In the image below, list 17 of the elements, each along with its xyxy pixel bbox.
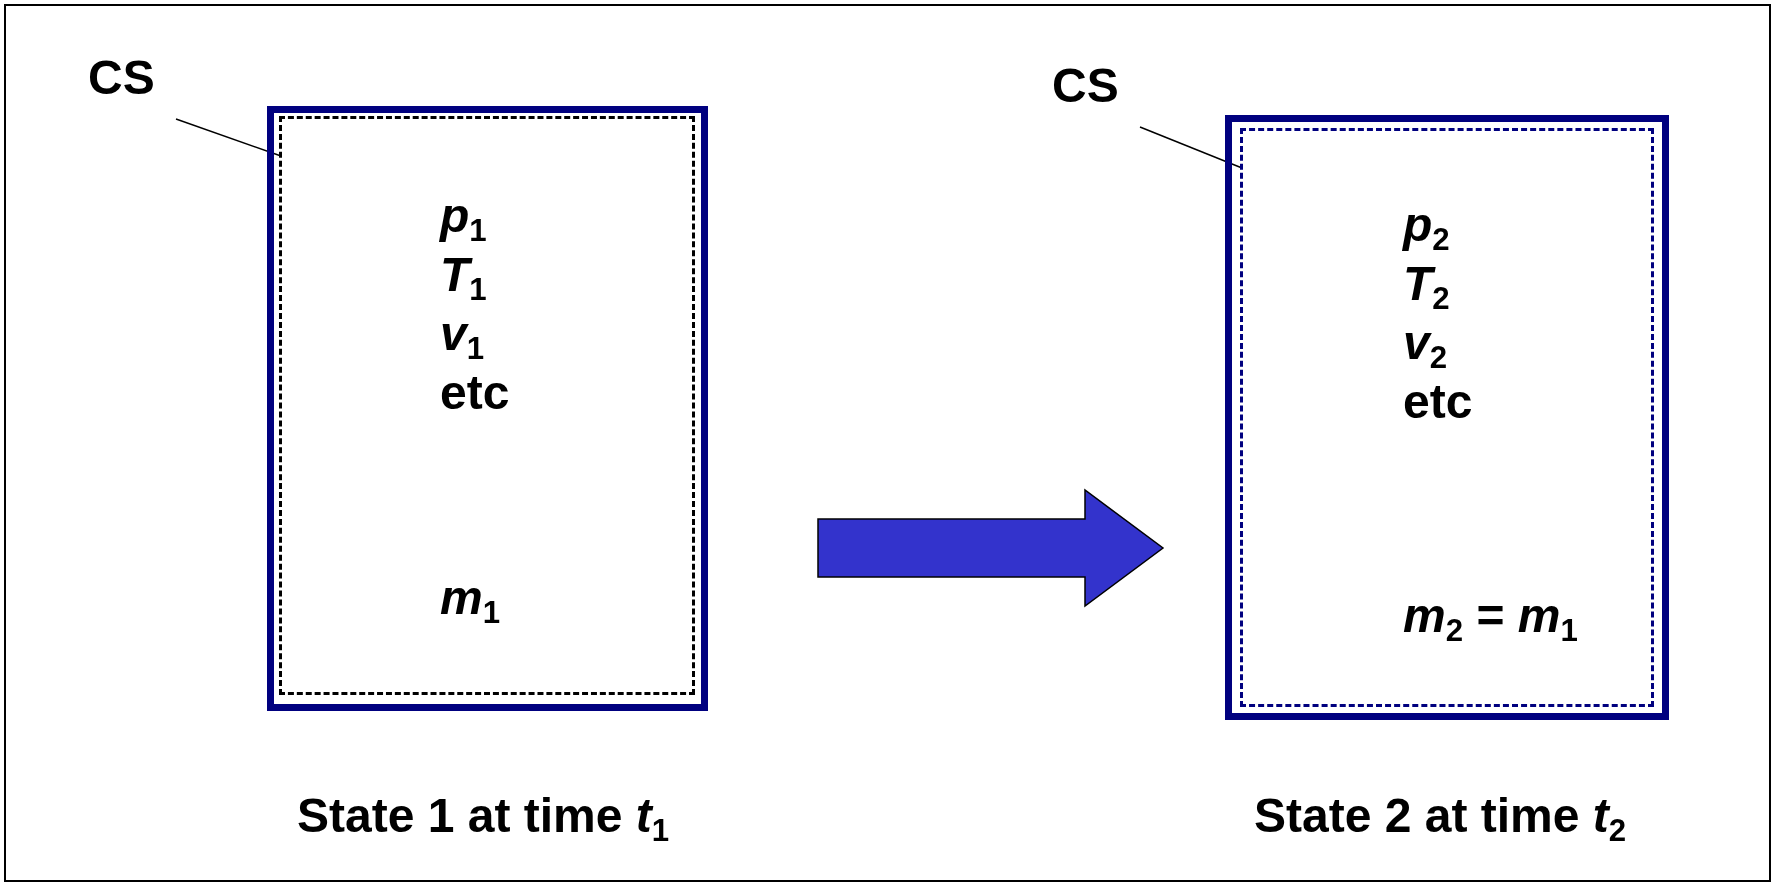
state-caption: State 2 at time t$_{2}$	[1254, 788, 1627, 844]
state-variable: p$_{1}$	[440, 188, 487, 244]
state-variable: m$_{2}$ = m$_{1}$	[1403, 588, 1578, 644]
state-variable: T$_{2}$	[1403, 256, 1450, 312]
state-variable: etc	[1403, 374, 1473, 430]
leader-line	[175, 118, 282, 157]
state-variable: m$_{1}$	[440, 570, 501, 626]
state-variable: p$_{2}$	[1403, 197, 1450, 253]
state-caption: State 1 at time t$_{1}$	[297, 788, 670, 844]
control-surface-label: CS	[88, 50, 155, 106]
leader-line	[1139, 126, 1243, 169]
block-arrow	[817, 488, 1165, 608]
state-variable: v$_{1}$	[440, 306, 485, 362]
control-surface-label: CS	[1052, 58, 1119, 114]
state-variable: v$_{2}$	[1403, 315, 1448, 371]
state-variable: etc	[440, 365, 510, 421]
state-variable: T$_{1}$	[440, 247, 487, 303]
